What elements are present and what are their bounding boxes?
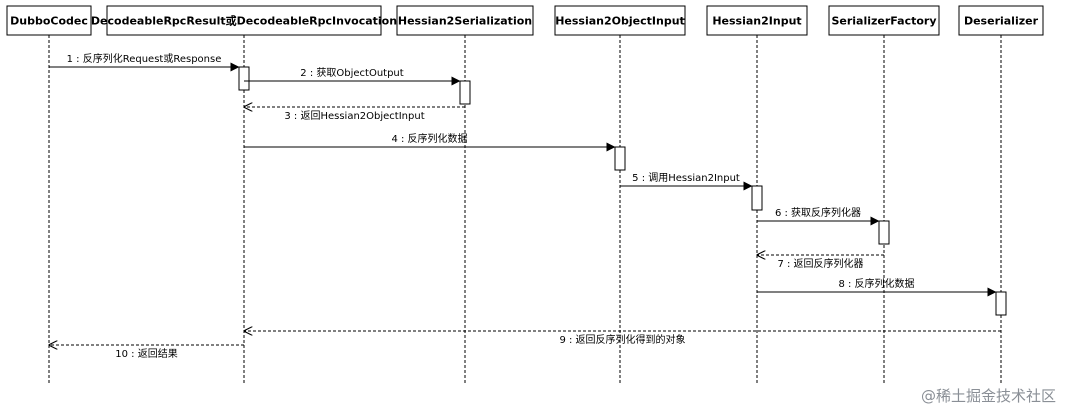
participant: DubboCodec (6, 5, 92, 36)
participant: DecodeableRpcResult或DecodeableRpcInvocat… (91, 5, 397, 36)
participant-label: Hessian2Input (712, 15, 801, 28)
message-label: 8 : 反序列化数据 (838, 277, 914, 290)
participant-label: DubboCodec (10, 15, 88, 28)
message-label: 3 : 返回Hessian2ObjectInput (284, 110, 424, 122)
participant-box (106, 5, 382, 36)
participant-box (554, 5, 686, 36)
participant-box (828, 5, 940, 36)
message-label: 10 : 返回结果 (115, 347, 177, 360)
participant: Hessian2Input (706, 5, 808, 36)
participant-label: Deserializer (964, 15, 1039, 28)
activation-bar (238, 66, 250, 91)
activation-bar (878, 220, 890, 245)
participant-label: Hessian2ObjectInput (555, 15, 685, 28)
participant-label: DecodeableRpcResult或DecodeableRpcInvocat… (91, 14, 397, 28)
watermark-text: @稀土掘金技术社区 (921, 387, 1056, 405)
message-label: 6 : 获取反序列化器 (775, 206, 861, 219)
participant-label: Hessian2Serialization (398, 15, 532, 28)
participant-box (396, 5, 534, 36)
activation-bar (459, 80, 471, 105)
activation-bar (995, 291, 1007, 316)
participant: Hessian2Serialization (396, 5, 534, 36)
participant-label: SerializerFactory (831, 15, 936, 28)
message-label: 4 : 反序列化数据 (391, 132, 467, 145)
message-label: 9 : 返回反序列化得到的对象 (559, 333, 685, 346)
activation-bar (751, 185, 763, 211)
message-label: 5 : 调用Hessian2Input (632, 172, 740, 184)
participant: Hessian2ObjectInput (554, 5, 686, 36)
message-label: 1 : 反序列化Request或Response (67, 52, 222, 65)
participant: Deserializer (958, 5, 1044, 36)
participant-box (6, 5, 92, 36)
activation-bar (614, 146, 626, 171)
participant: SerializerFactory (828, 5, 940, 36)
message-label: 2 : 获取ObjectOutput (300, 67, 403, 79)
message-label: 7 : 返回反序列化器 (777, 257, 863, 270)
